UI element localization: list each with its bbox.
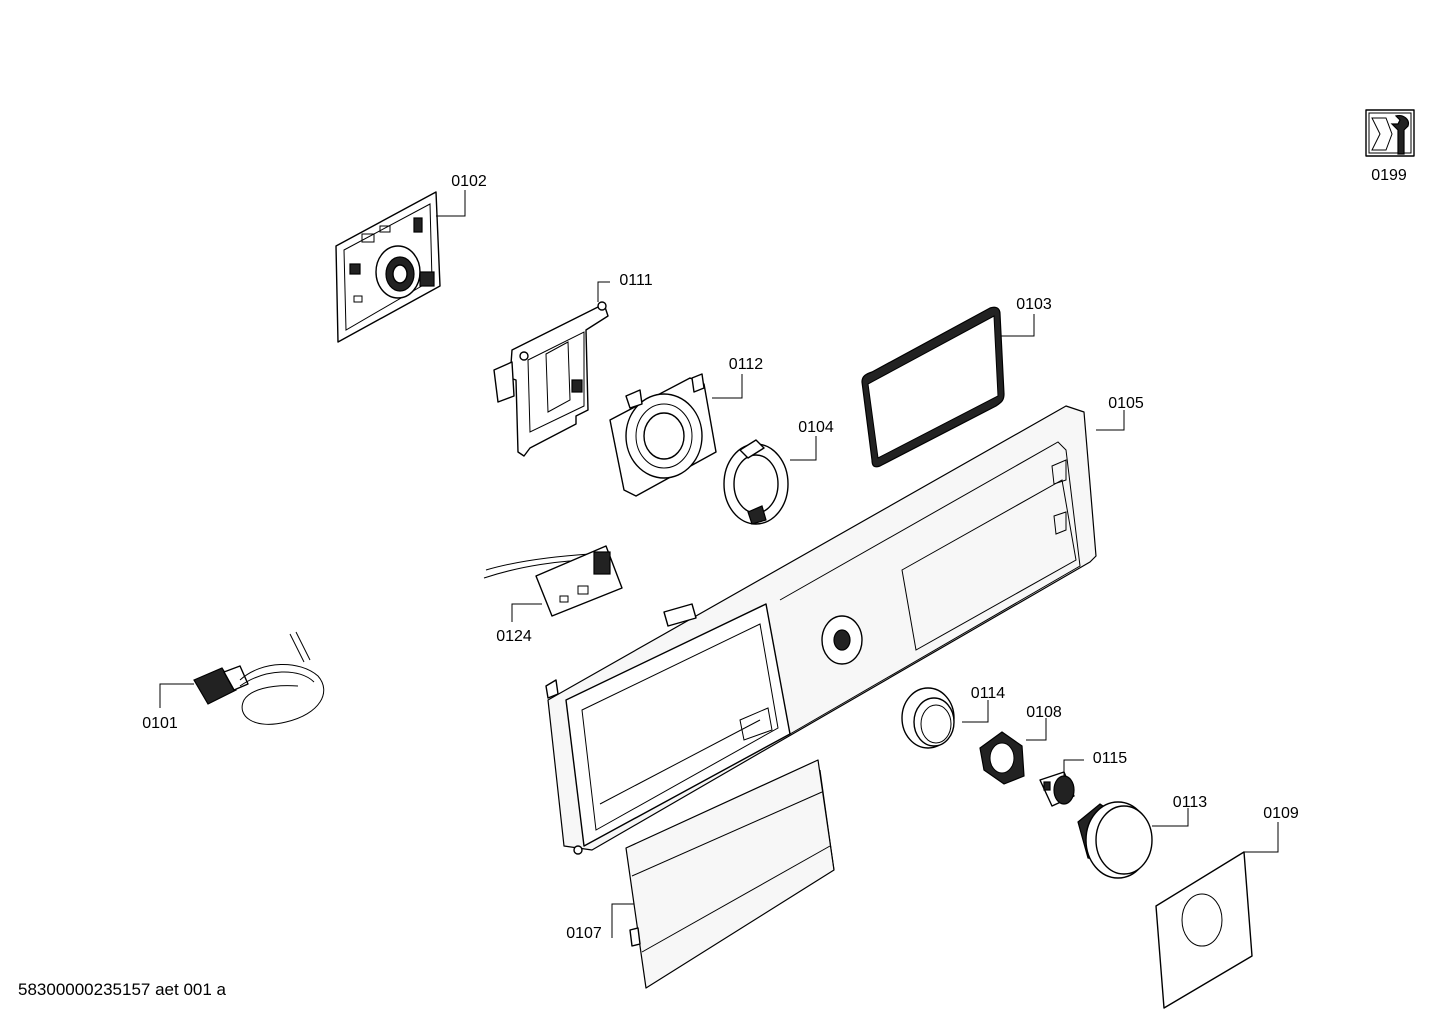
- mains-power-cable: [193, 631, 325, 725]
- part-label-0124: 0124: [496, 628, 532, 645]
- part-label-0109: 0109: [1263, 805, 1299, 822]
- control-module-pcb: [335, 191, 441, 343]
- part-label-0112: 0112: [729, 356, 764, 373]
- part-label-0105: 0105: [1108, 395, 1144, 412]
- light-ring: [723, 439, 789, 525]
- part-label-0101: 0101: [142, 715, 178, 732]
- part-label-0115: 0115: [1093, 750, 1128, 767]
- module-holder-bracket: [493, 301, 609, 457]
- part-label-0102: 0102: [451, 173, 487, 190]
- knob-shaft-adapter: [1039, 771, 1075, 807]
- knob-decal-sticker: [1155, 851, 1253, 1009]
- sensor-board-with-cable: [483, 545, 623, 617]
- part-label-0103: 0103: [1016, 296, 1052, 313]
- service-kit-icon: [1365, 109, 1415, 157]
- part-label-0107: 0107: [566, 925, 602, 942]
- part-label-0113: 0113: [1173, 794, 1208, 811]
- knob-bezel-ring: [901, 687, 955, 749]
- part-label-0199: 0199: [1371, 167, 1407, 184]
- selector-knob: [1077, 801, 1153, 879]
- fascia-panel: [545, 405, 1097, 855]
- document-id: 58300000235157 aet 001 a: [18, 980, 226, 999]
- part-label-0114: 0114: [971, 685, 1006, 702]
- knob-mounting-plate: [979, 731, 1025, 785]
- part-label-0108: 0108: [1026, 704, 1062, 721]
- selector-ring-holder: [609, 373, 717, 497]
- detergent-drawer-handle: [625, 759, 835, 989]
- part-label-0104: 0104: [798, 419, 834, 436]
- display-window: [861, 306, 1005, 468]
- part-label-0111: 0111: [619, 272, 652, 289]
